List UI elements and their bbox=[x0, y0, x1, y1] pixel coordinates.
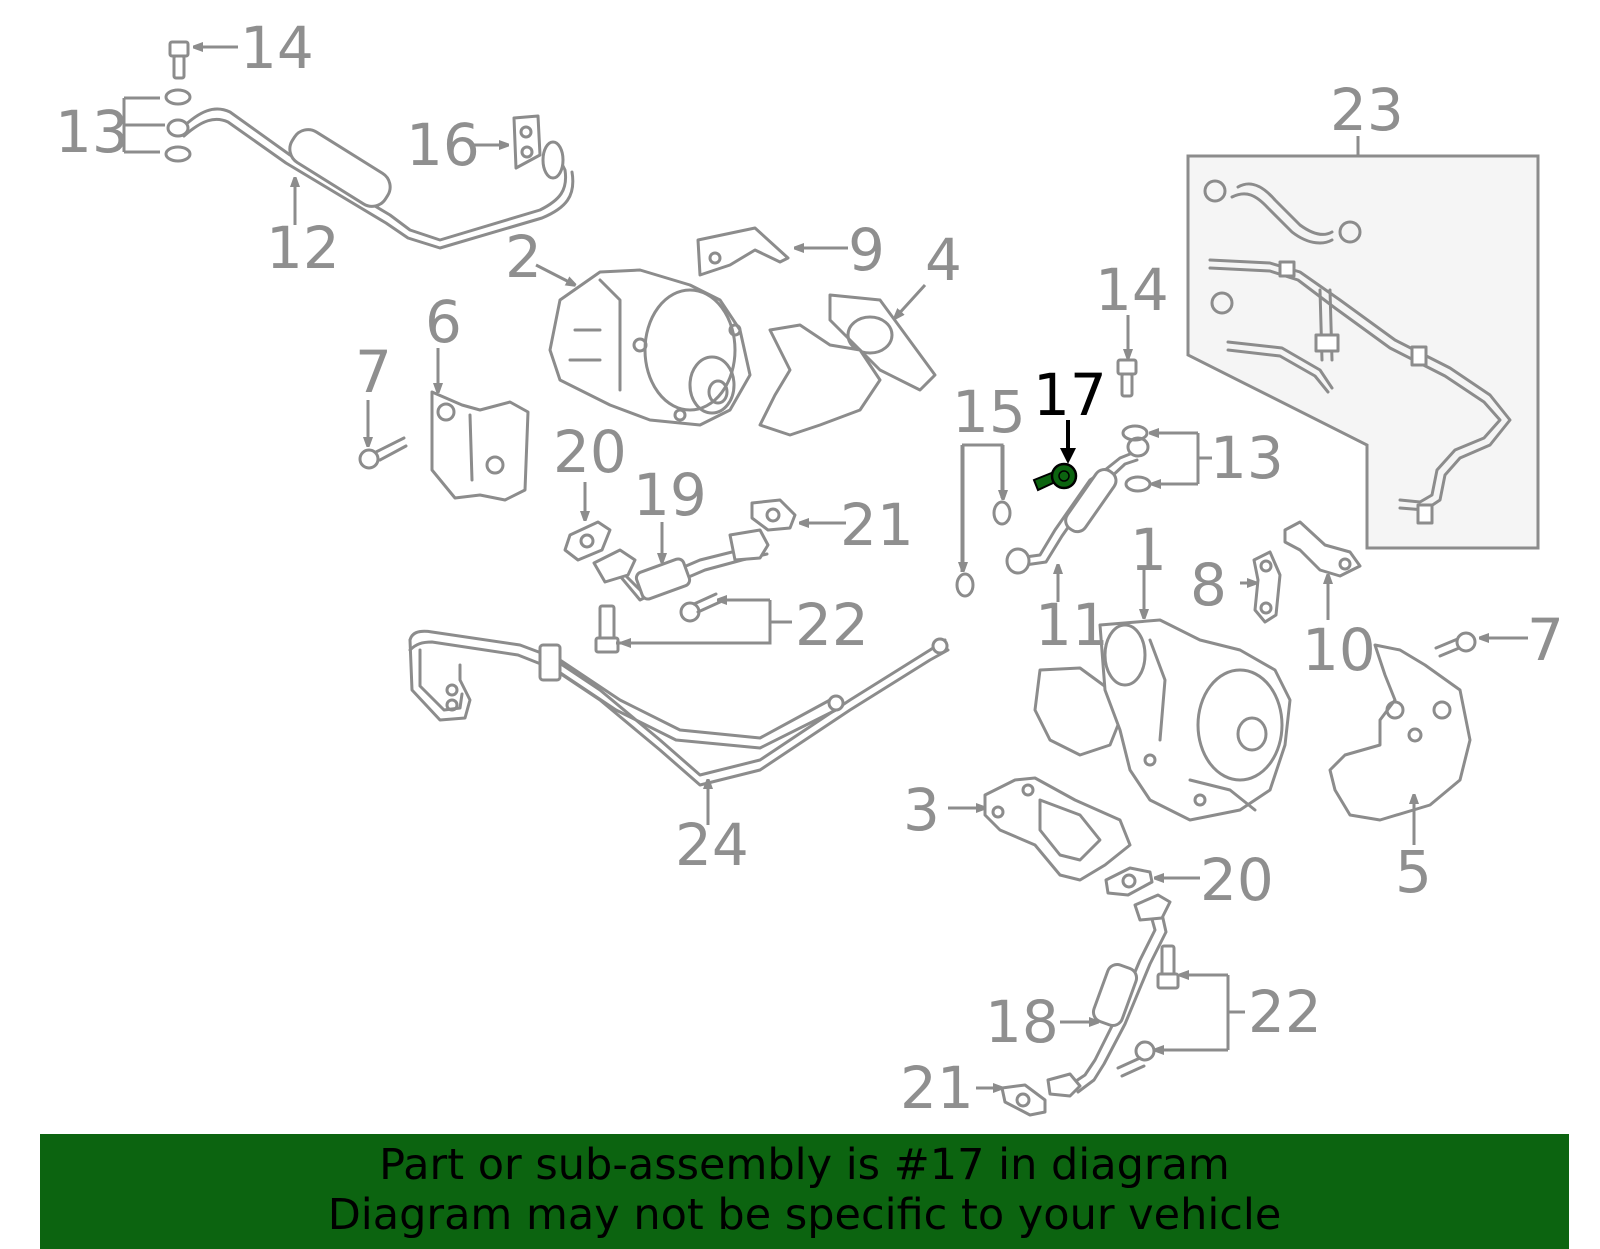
part-17-banjo-bolt-highlighted[interactable] bbox=[1032, 462, 1078, 492]
part-19-pipe[interactable] bbox=[592, 528, 770, 602]
callout-16: 16 bbox=[406, 111, 480, 179]
part-22-bolts-left[interactable] bbox=[594, 592, 722, 654]
banner-line-1: Part or sub-assembly is #17 in diagram bbox=[379, 1140, 1230, 1190]
callout-13-top: 13 bbox=[55, 98, 129, 166]
part-21-gasket-lower[interactable] bbox=[1000, 1083, 1047, 1117]
callout-5: 5 bbox=[1395, 838, 1432, 906]
part-10-bracket[interactable] bbox=[1283, 520, 1362, 578]
part-5-heat-shield[interactable] bbox=[1328, 643, 1472, 822]
callout-12: 12 bbox=[266, 214, 340, 282]
part-20-gasket-lower[interactable] bbox=[1104, 866, 1154, 897]
part-16-gasket[interactable] bbox=[512, 114, 542, 170]
callout-7-right: 7 bbox=[1527, 606, 1564, 674]
callout-18: 18 bbox=[985, 988, 1059, 1056]
callout-11: 11 bbox=[1035, 591, 1109, 659]
leader-17-highlighted bbox=[1060, 420, 1076, 464]
callout-1: 1 bbox=[1130, 516, 1167, 584]
callout-14-middle: 14 bbox=[1095, 256, 1169, 324]
part-3-gasket[interactable] bbox=[983, 776, 1132, 882]
part-14-bolt-top[interactable] bbox=[168, 40, 190, 80]
part-6-heat-shield[interactable] bbox=[430, 390, 530, 502]
part-20-gasket-left[interactable] bbox=[563, 520, 612, 562]
callout-15: 15 bbox=[952, 378, 1026, 446]
part-11-oil-line[interactable] bbox=[1005, 436, 1150, 575]
part-21-gasket-top[interactable] bbox=[750, 498, 797, 532]
callout-22-left: 22 bbox=[795, 591, 869, 659]
callout-8: 8 bbox=[1190, 551, 1227, 619]
callout-22-lower: 22 bbox=[1248, 978, 1322, 1046]
callout-17-highlighted: 17 bbox=[1033, 361, 1107, 429]
callout-14-top: 14 bbox=[240, 14, 314, 82]
callout-21-top: 21 bbox=[840, 491, 914, 559]
callout-13-middle: 13 bbox=[1210, 424, 1284, 492]
part-12-oil-feed-pipe[interactable] bbox=[166, 107, 575, 250]
banner-line-2: Diagram may not be specific to your vehi… bbox=[327, 1190, 1282, 1240]
part-14-bolt-middle[interactable] bbox=[1116, 358, 1138, 398]
callout-2: 2 bbox=[505, 223, 542, 291]
callout-19: 19 bbox=[633, 461, 707, 529]
part-7-bolt-left[interactable] bbox=[358, 436, 408, 470]
part-13-washers-top[interactable] bbox=[164, 88, 192, 163]
part-1-turbocharger[interactable] bbox=[1033, 618, 1292, 822]
part-8-gasket[interactable] bbox=[1252, 550, 1282, 624]
callout-20-lower: 20 bbox=[1200, 846, 1274, 914]
part-23-coolant-hose-kit[interactable] bbox=[1186, 154, 1540, 550]
callout-labels: 14 13 16 12 2 9 4 23 14 6 7 17 15 13 20 … bbox=[55, 14, 1564, 1122]
part-4-gasket[interactable] bbox=[828, 293, 937, 392]
part-13-washers-middle[interactable] bbox=[1121, 424, 1152, 493]
part-2-turbocharger-assembly[interactable] bbox=[548, 268, 752, 427]
part-15-washers[interactable] bbox=[955, 500, 1012, 598]
callout-7-left: 7 bbox=[355, 338, 392, 406]
callout-4: 4 bbox=[925, 226, 962, 294]
callout-10: 10 bbox=[1302, 616, 1376, 684]
callout-9: 9 bbox=[848, 216, 885, 284]
callout-6: 6 bbox=[425, 288, 462, 356]
callout-3: 3 bbox=[903, 776, 940, 844]
leader-lines bbox=[122, 47, 1528, 1088]
callout-21-lower: 21 bbox=[900, 1054, 974, 1122]
callout-24: 24 bbox=[675, 811, 749, 879]
part-9-bracket[interactable] bbox=[696, 226, 790, 277]
part-7-bolt-right[interactable] bbox=[1434, 631, 1477, 658]
callout-23: 23 bbox=[1330, 76, 1404, 144]
part-exhaust-elbow bbox=[758, 323, 882, 437]
part-24-coolant-pipes[interactable] bbox=[408, 629, 950, 787]
part-info-banner: Part or sub-assembly is #17 in diagram D… bbox=[40, 1134, 1569, 1249]
part-18-pipe[interactable] bbox=[1046, 893, 1172, 1098]
callout-20-left: 20 bbox=[553, 418, 627, 486]
